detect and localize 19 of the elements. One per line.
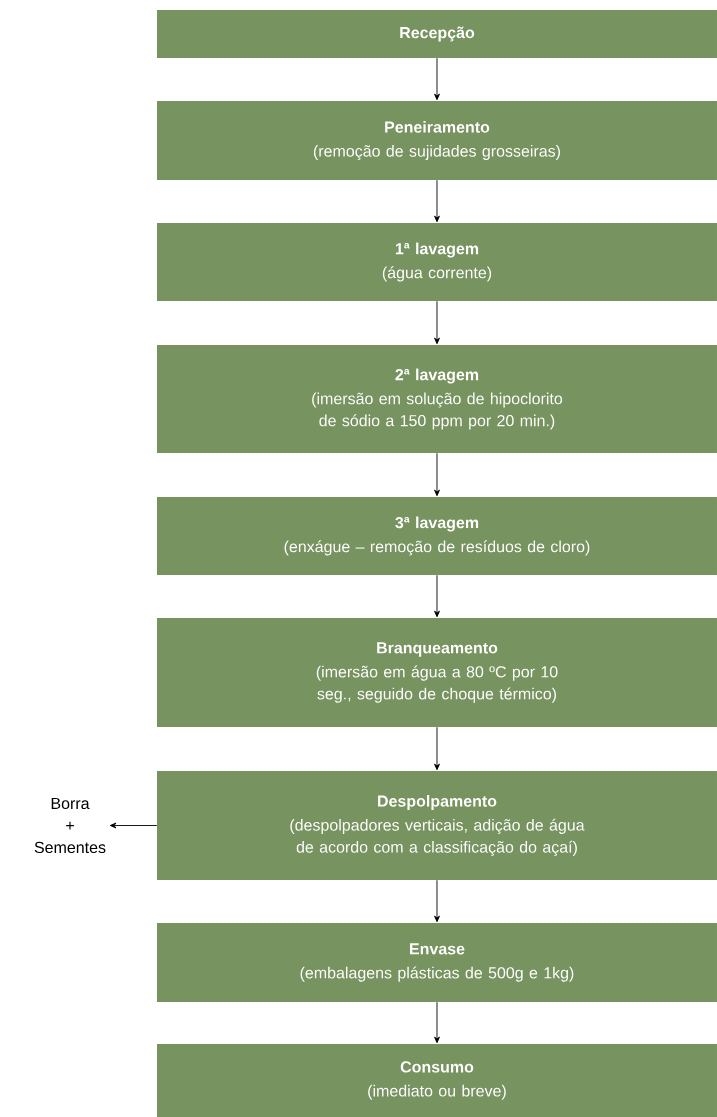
arrow: [434, 300, 440, 345]
arrow: [434, 726, 440, 771]
process-box: Peneiramento (remoção de sujidades grosseiras): [157, 101, 717, 180]
process-box: Recepção: [157, 10, 717, 58]
process-box: 1ª lavagem (água corrente): [157, 223, 717, 301]
arrow: [434, 452, 440, 497]
arrow: [434, 179, 440, 223]
arrow: [434, 57, 440, 101]
process-box: Branqueamento (imersão em água a 80 ºC por 10 seg., seguido de choque térmico): [157, 618, 717, 727]
arrow: [434, 1001, 440, 1044]
arrow: [109, 822, 158, 829]
side-output-label: Borra + Sementes: [34, 797, 106, 854]
process-box: 3ª lavagem (enxágue – remoção de resíduos de cloro): [157, 497, 717, 575]
process-box: Envase (embalagens plásticas de 500g e 1kg): [157, 923, 717, 1002]
process-box: Consumo (imediato ou breve): [157, 1044, 717, 1117]
arrow: [434, 879, 440, 923]
process-box: 2ª lavagem (imersão em solução de hipoclorito de sódio a 150 ppm por 20 min.): [157, 345, 717, 453]
process-box: Despolpamento (despolpadores verticais, adição de água de acordo com a classificação do açaí): [157, 771, 717, 880]
arrow: [434, 574, 440, 618]
